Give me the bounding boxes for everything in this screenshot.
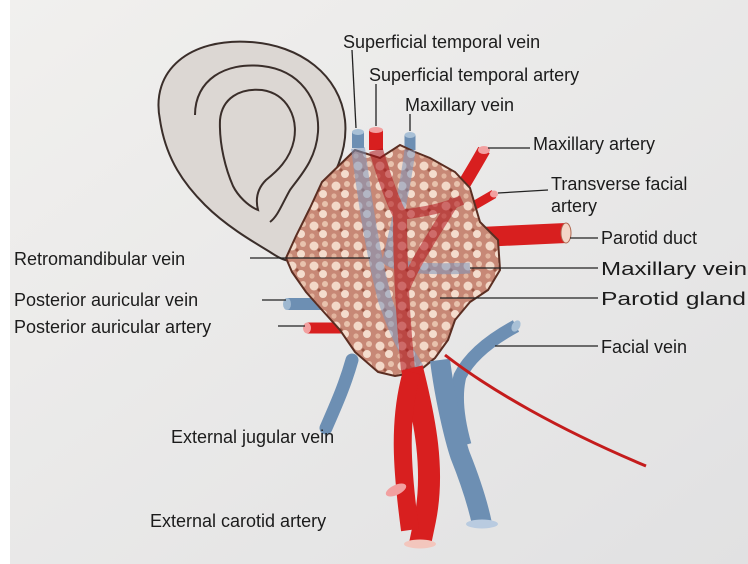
label-external-jugular-vein: External jugular vein <box>171 427 334 447</box>
label-transverse-facial-artery-1: Transverse facial <box>551 174 687 194</box>
label-maxillary-vein-top: Maxillary vein <box>405 95 514 115</box>
label-facial-vein: Facial vein <box>601 337 687 357</box>
label-posterior-auricular-artery: Posterior auricular artery <box>14 317 211 337</box>
label-maxillary-vein-right: Maxillary vein <box>601 259 747 279</box>
label-parotid-duct: Parotid duct <box>601 228 697 248</box>
label-superficial-temporal-artery: Superficial temporal artery <box>369 65 579 85</box>
label-external-carotid-artery: External carotid artery <box>150 511 326 531</box>
label-superficial-temporal-vein: Superficial temporal vein <box>343 32 540 52</box>
label-retromandibular-vein: Retromandibular vein <box>14 249 185 269</box>
page-margin-left <box>0 0 10 564</box>
label-transverse-facial-artery-2: artery <box>551 196 597 216</box>
label-posterior-auricular-vein: Posterior auricular vein <box>14 290 198 310</box>
label-maxillary-artery: Maxillary artery <box>533 134 655 154</box>
label-parotid-gland: Parotid gland <box>601 289 746 309</box>
